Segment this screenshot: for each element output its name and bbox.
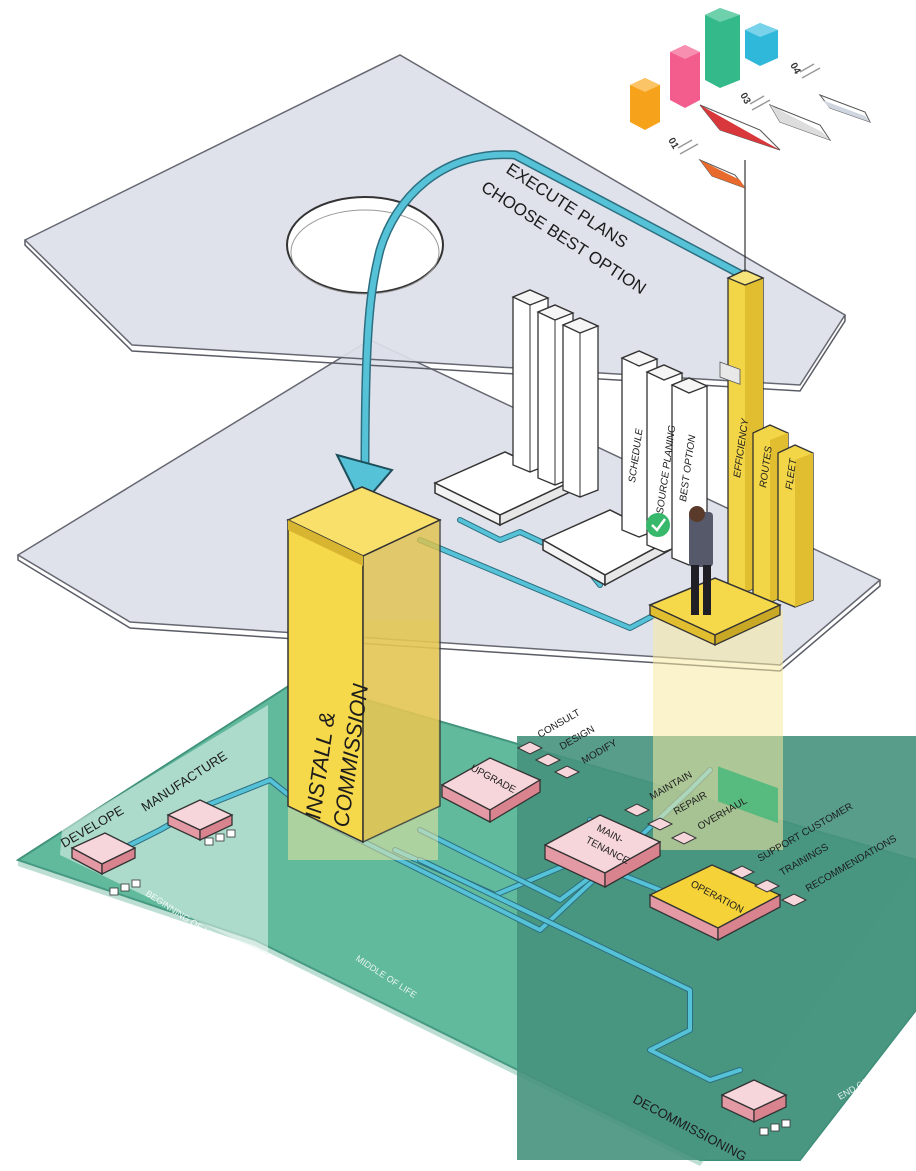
yellow-bars: EFFICIENCY ROUTES FLEET — [726, 269, 814, 608]
tug-boat-icon — [698, 158, 747, 190]
middle-plane — [16, 339, 882, 672]
plane-hole — [286, 196, 444, 294]
operator-platform — [646, 506, 782, 824]
operator-person — [689, 512, 713, 567]
stage-operation: OPERATION SUPPORT CUSTOMER TRAININGS REC… — [648, 801, 899, 942]
flow-arrow-icon — [335, 453, 394, 507]
top-plane — [23, 54, 847, 392]
ship-icon — [699, 104, 781, 385]
infographic-bar-1 — [630, 78, 660, 130]
plan-bars: SCHEDULE RESOURCE PLANING BEST OPTION — [620, 350, 709, 566]
install-commission-column: INSTALL & COMMISSION — [286, 486, 442, 844]
infographic-bar-4 — [745, 23, 778, 66]
infographic-bar-2 — [670, 45, 700, 108]
infographic-label-03: 03 — [737, 91, 752, 107]
fleet-infographic: 01 03 04 — [630, 8, 871, 385]
infographic-label-04: 04 — [787, 61, 802, 77]
infographic-label-01: 01 — [665, 136, 680, 152]
infographic-text-lines — [677, 63, 821, 155]
boat-small-icon — [818, 93, 871, 123]
bar-fleet-label: FLEET — [784, 457, 799, 490]
yacht-icon — [768, 103, 832, 141]
white-columns — [511, 289, 600, 498]
infographic-bar-3 — [705, 8, 740, 88]
check-icon — [646, 513, 670, 537]
